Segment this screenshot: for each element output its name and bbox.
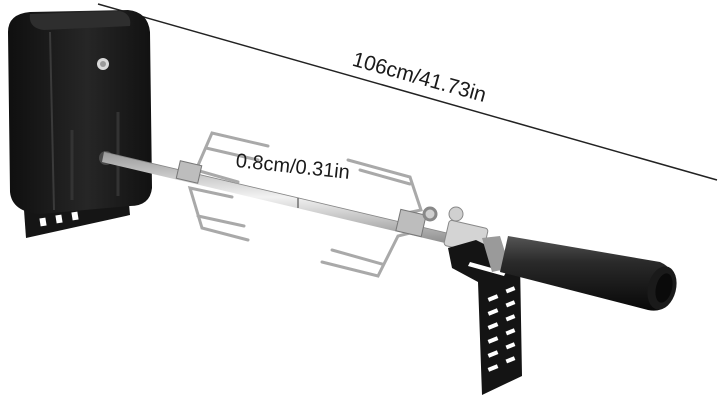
length-dimension-line [97,3,718,181]
left-meat-fork [175,131,270,242]
support-bracket [448,240,522,395]
right-meat-fork [320,158,438,278]
rod-handle [482,236,677,311]
motor-box [8,10,152,214]
